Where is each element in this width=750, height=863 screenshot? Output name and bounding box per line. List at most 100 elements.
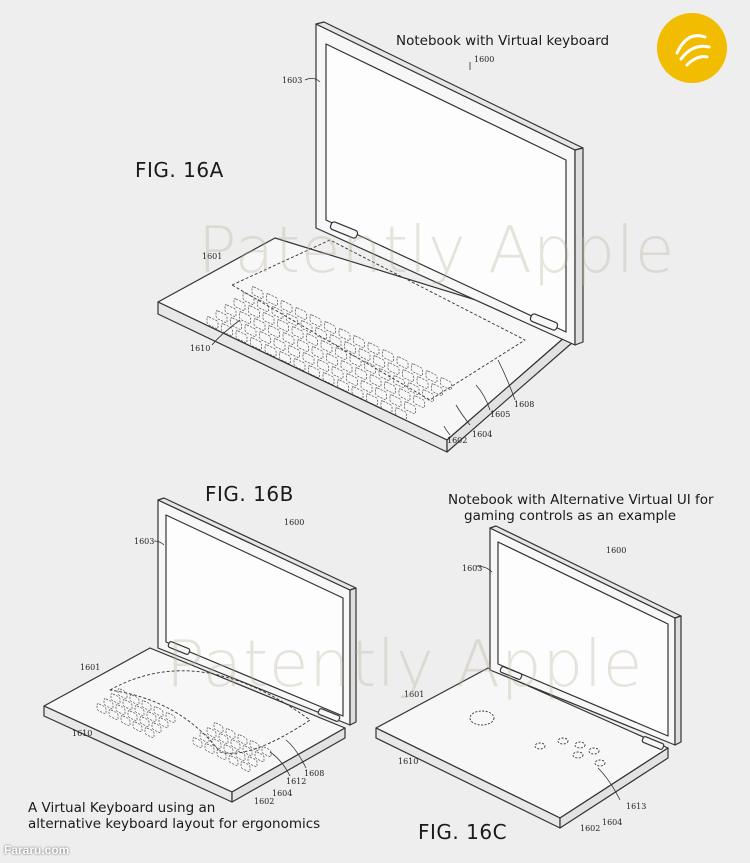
fararu-logo-icon (657, 13, 727, 83)
title-16a: Notebook with Virtual keyboard (396, 33, 610, 49)
keycap (375, 387, 387, 400)
keycap (146, 711, 157, 722)
keycap (230, 739, 241, 750)
ref-1610-a: 1610 (190, 344, 211, 353)
keycap (247, 756, 258, 767)
keycap (393, 375, 405, 388)
ref-1610-b: 1610 (72, 729, 93, 738)
keycap (320, 340, 333, 353)
keycap (144, 727, 155, 738)
keycap (411, 363, 423, 376)
keycap (259, 331, 271, 344)
keycap (384, 381, 396, 394)
keycap (295, 307, 307, 320)
keycap (311, 346, 324, 359)
keycap (223, 744, 234, 755)
ref-1612-b: 1612 (286, 777, 307, 786)
keycap (211, 738, 222, 749)
watermark-top: Patently Apple (198, 214, 676, 288)
caption-16b-line2: alternative keyboard layout for ergonomi… (28, 816, 321, 832)
keycap (218, 733, 229, 744)
keycap (413, 395, 425, 408)
keycap (340, 360, 353, 373)
keycap (206, 316, 219, 329)
keycap (240, 761, 251, 772)
keycap (382, 349, 394, 362)
keycap (242, 292, 255, 305)
keycap (273, 338, 286, 351)
keycap (351, 386, 364, 399)
keycap (248, 305, 260, 318)
ref-1603-b: 1603 (134, 537, 155, 546)
keycap (355, 367, 367, 380)
keycap (117, 688, 128, 699)
keycap (297, 339, 309, 352)
keycap (373, 355, 385, 368)
keycap (364, 361, 376, 374)
ref-1604-a: 1604 (472, 430, 493, 439)
keycap (308, 365, 320, 378)
keycap (349, 354, 362, 367)
ref-1603-a: 1603 (282, 76, 303, 85)
keycap (192, 737, 203, 748)
keycap (239, 311, 251, 324)
fig-16a-label: FIG. 16A (135, 158, 224, 182)
keycap (286, 313, 298, 326)
keycap (277, 319, 289, 332)
keycap (204, 743, 215, 754)
keycap (331, 366, 344, 379)
keycap (266, 293, 278, 306)
keycap (262, 312, 275, 325)
keycap (271, 306, 284, 319)
watermark-bottom: Patently Apple (166, 628, 644, 702)
keycap (151, 722, 162, 733)
keycap (293, 358, 306, 371)
keycap (165, 712, 176, 723)
ref-1610-c: 1610 (398, 757, 419, 766)
ref-1600-c: 1600 (606, 546, 627, 555)
keycap (264, 344, 277, 357)
ref-1613-c: 1613 (626, 802, 647, 811)
ref-1608-b: 1608 (304, 769, 325, 778)
keycap (108, 709, 119, 720)
keycap (224, 304, 237, 317)
laptop-16b (43, 497, 357, 803)
keycap (225, 728, 236, 739)
keycap (251, 286, 264, 299)
fig-16b-label: FIG. 16B (205, 482, 294, 506)
keycap (250, 337, 262, 350)
keycap (199, 732, 210, 743)
keycap (96, 703, 107, 714)
keycap (122, 699, 133, 710)
keycap (216, 749, 227, 760)
ref-1605-a: 1605 (490, 410, 511, 419)
keycap (139, 716, 150, 727)
ref-1602-a: 1602 (447, 436, 468, 445)
keycap (129, 694, 140, 705)
ref-1601-a: 1601 (202, 252, 223, 261)
keycap (366, 393, 378, 406)
keycap (396, 356, 409, 369)
keycap (389, 394, 402, 407)
keycap (120, 715, 131, 726)
site-label: Fararu.com (4, 843, 70, 857)
keycap (127, 710, 138, 721)
keycap (398, 388, 411, 401)
keycap (322, 372, 335, 385)
keycap (230, 317, 242, 330)
keycap (387, 362, 400, 375)
title-16c-line1: Notebook with Alternative Virtual UI for (448, 492, 714, 508)
keycap (237, 734, 248, 745)
keycap (358, 348, 371, 361)
keycap (132, 721, 143, 732)
keycap (253, 318, 266, 331)
keycap (329, 334, 342, 347)
keycap (235, 330, 248, 343)
ref-1601-b: 1601 (80, 663, 101, 672)
keycap (360, 380, 373, 393)
virtual-keyboard-16a (206, 286, 452, 420)
keycap (422, 389, 434, 402)
keycap (404, 401, 416, 414)
ref-1608-a: 1608 (514, 400, 535, 409)
